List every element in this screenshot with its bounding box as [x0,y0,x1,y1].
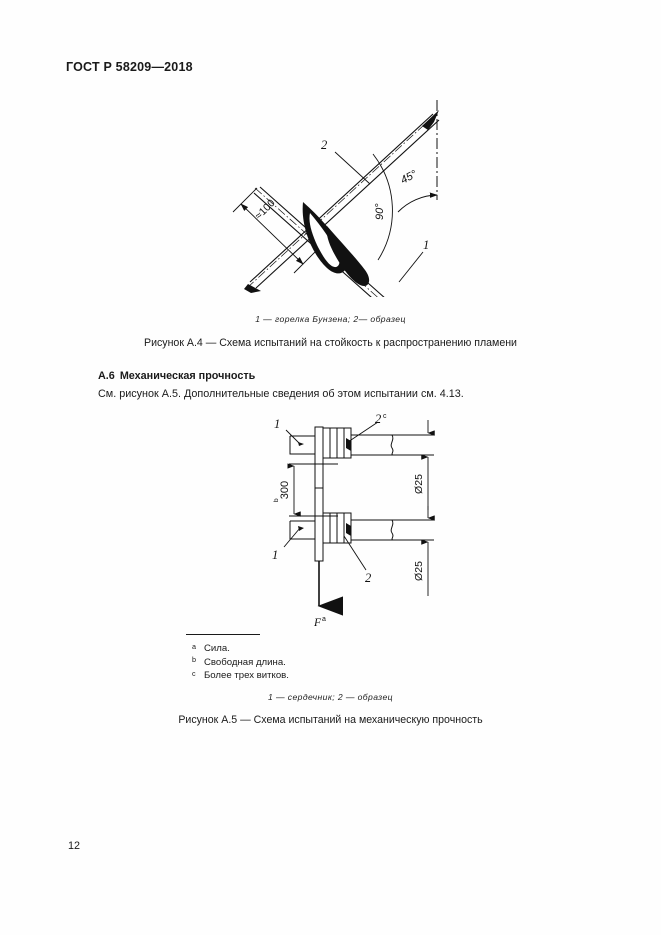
section-a6-title: Механическая прочность [119,370,256,382]
callout-1-top-label: 1 [274,417,280,431]
footnote-c-marker: c [192,668,196,678]
footnote-c: c Более трех витков. [186,669,446,683]
flame-shape [302,202,370,287]
callout-2-top-sup: c [383,414,387,420]
dimension-dia-top-label: Ø25 [413,474,425,494]
footnote-b-text: Свободная длина. [204,656,286,668]
footnote-a-marker: a [192,641,196,651]
callout-2 [334,151,371,185]
mandrel-bottom [314,487,324,562]
document-header: ГОСТ Р 58209—2018 [66,60,193,74]
figure-a5-diagram: 1 2 c [262,414,452,629]
dimension-dia-bottom-label: Ø25 [413,561,425,581]
callout-1-label: 1 [423,238,429,252]
callout-2-top-label: 2 [375,414,381,426]
dimension-300-label: 300 [279,481,291,499]
dimension-300 [287,463,338,517]
callout-1-bottom-label: 1 [272,548,278,562]
figure-a5-legend: 1 — сердечник; 2 — образец [268,692,393,702]
force-sup: a [322,616,326,623]
dimension-dia-bottom [405,506,435,596]
angle-45 [397,192,438,213]
footnote-b-marker: b [192,655,196,664]
footnote-a-text: Сила. [204,643,230,654]
page-number: 12 [68,840,81,852]
dimension-dia-top [405,420,435,510]
assembly-top [289,426,414,501]
assembly-bottom [289,487,414,562]
angle-45-label: 45° [399,168,420,187]
footnote-separator [186,634,260,635]
callout-2-bottom-label: 2 [365,571,371,585]
callout-1-bottom [283,526,304,548]
figure-a4-diagram: ≈100 45° 90° 2 1 [215,92,465,297]
callout-1-top [285,429,304,446]
dimension-100-label: ≈100 [253,197,278,222]
callout-2-label: 2 [321,138,327,152]
callout-2-top [347,421,379,443]
footnote-b: b Свободная длина. [186,655,446,670]
break-symbol-bottom [390,519,394,541]
callout-1 [398,251,424,283]
angle-90-label: 90° [374,203,386,220]
section-a6-body: См. рисунок А.5. Дополнительные сведения… [98,388,464,400]
footnote-c-text: Более трех витков. [204,670,289,681]
force-label: F [313,617,322,629]
figure-a5-caption: Рисунок А.5 — Схема испытаний на механич… [178,714,483,726]
dimension-100 [232,187,319,274]
figure-a4-legend: 1 — горелка Бунзена; 2— образец [255,314,406,324]
footnote-a: a Сила. [186,642,446,656]
footnotes-block: a Сила. b Свободная длина. c Более трех вит… [186,634,446,683]
figure-a4-caption: Рисунок А.4 — Схема испытаний на стойкос… [144,337,517,349]
angle-90 [372,153,393,261]
dimension-300-sup: b [273,498,280,502]
callout-2-bottom [343,535,367,571]
break-symbol-top [390,434,394,456]
section-a6-heading: А.6 Механическая прочность [98,370,255,382]
section-a6-number: А.6 [98,370,115,382]
